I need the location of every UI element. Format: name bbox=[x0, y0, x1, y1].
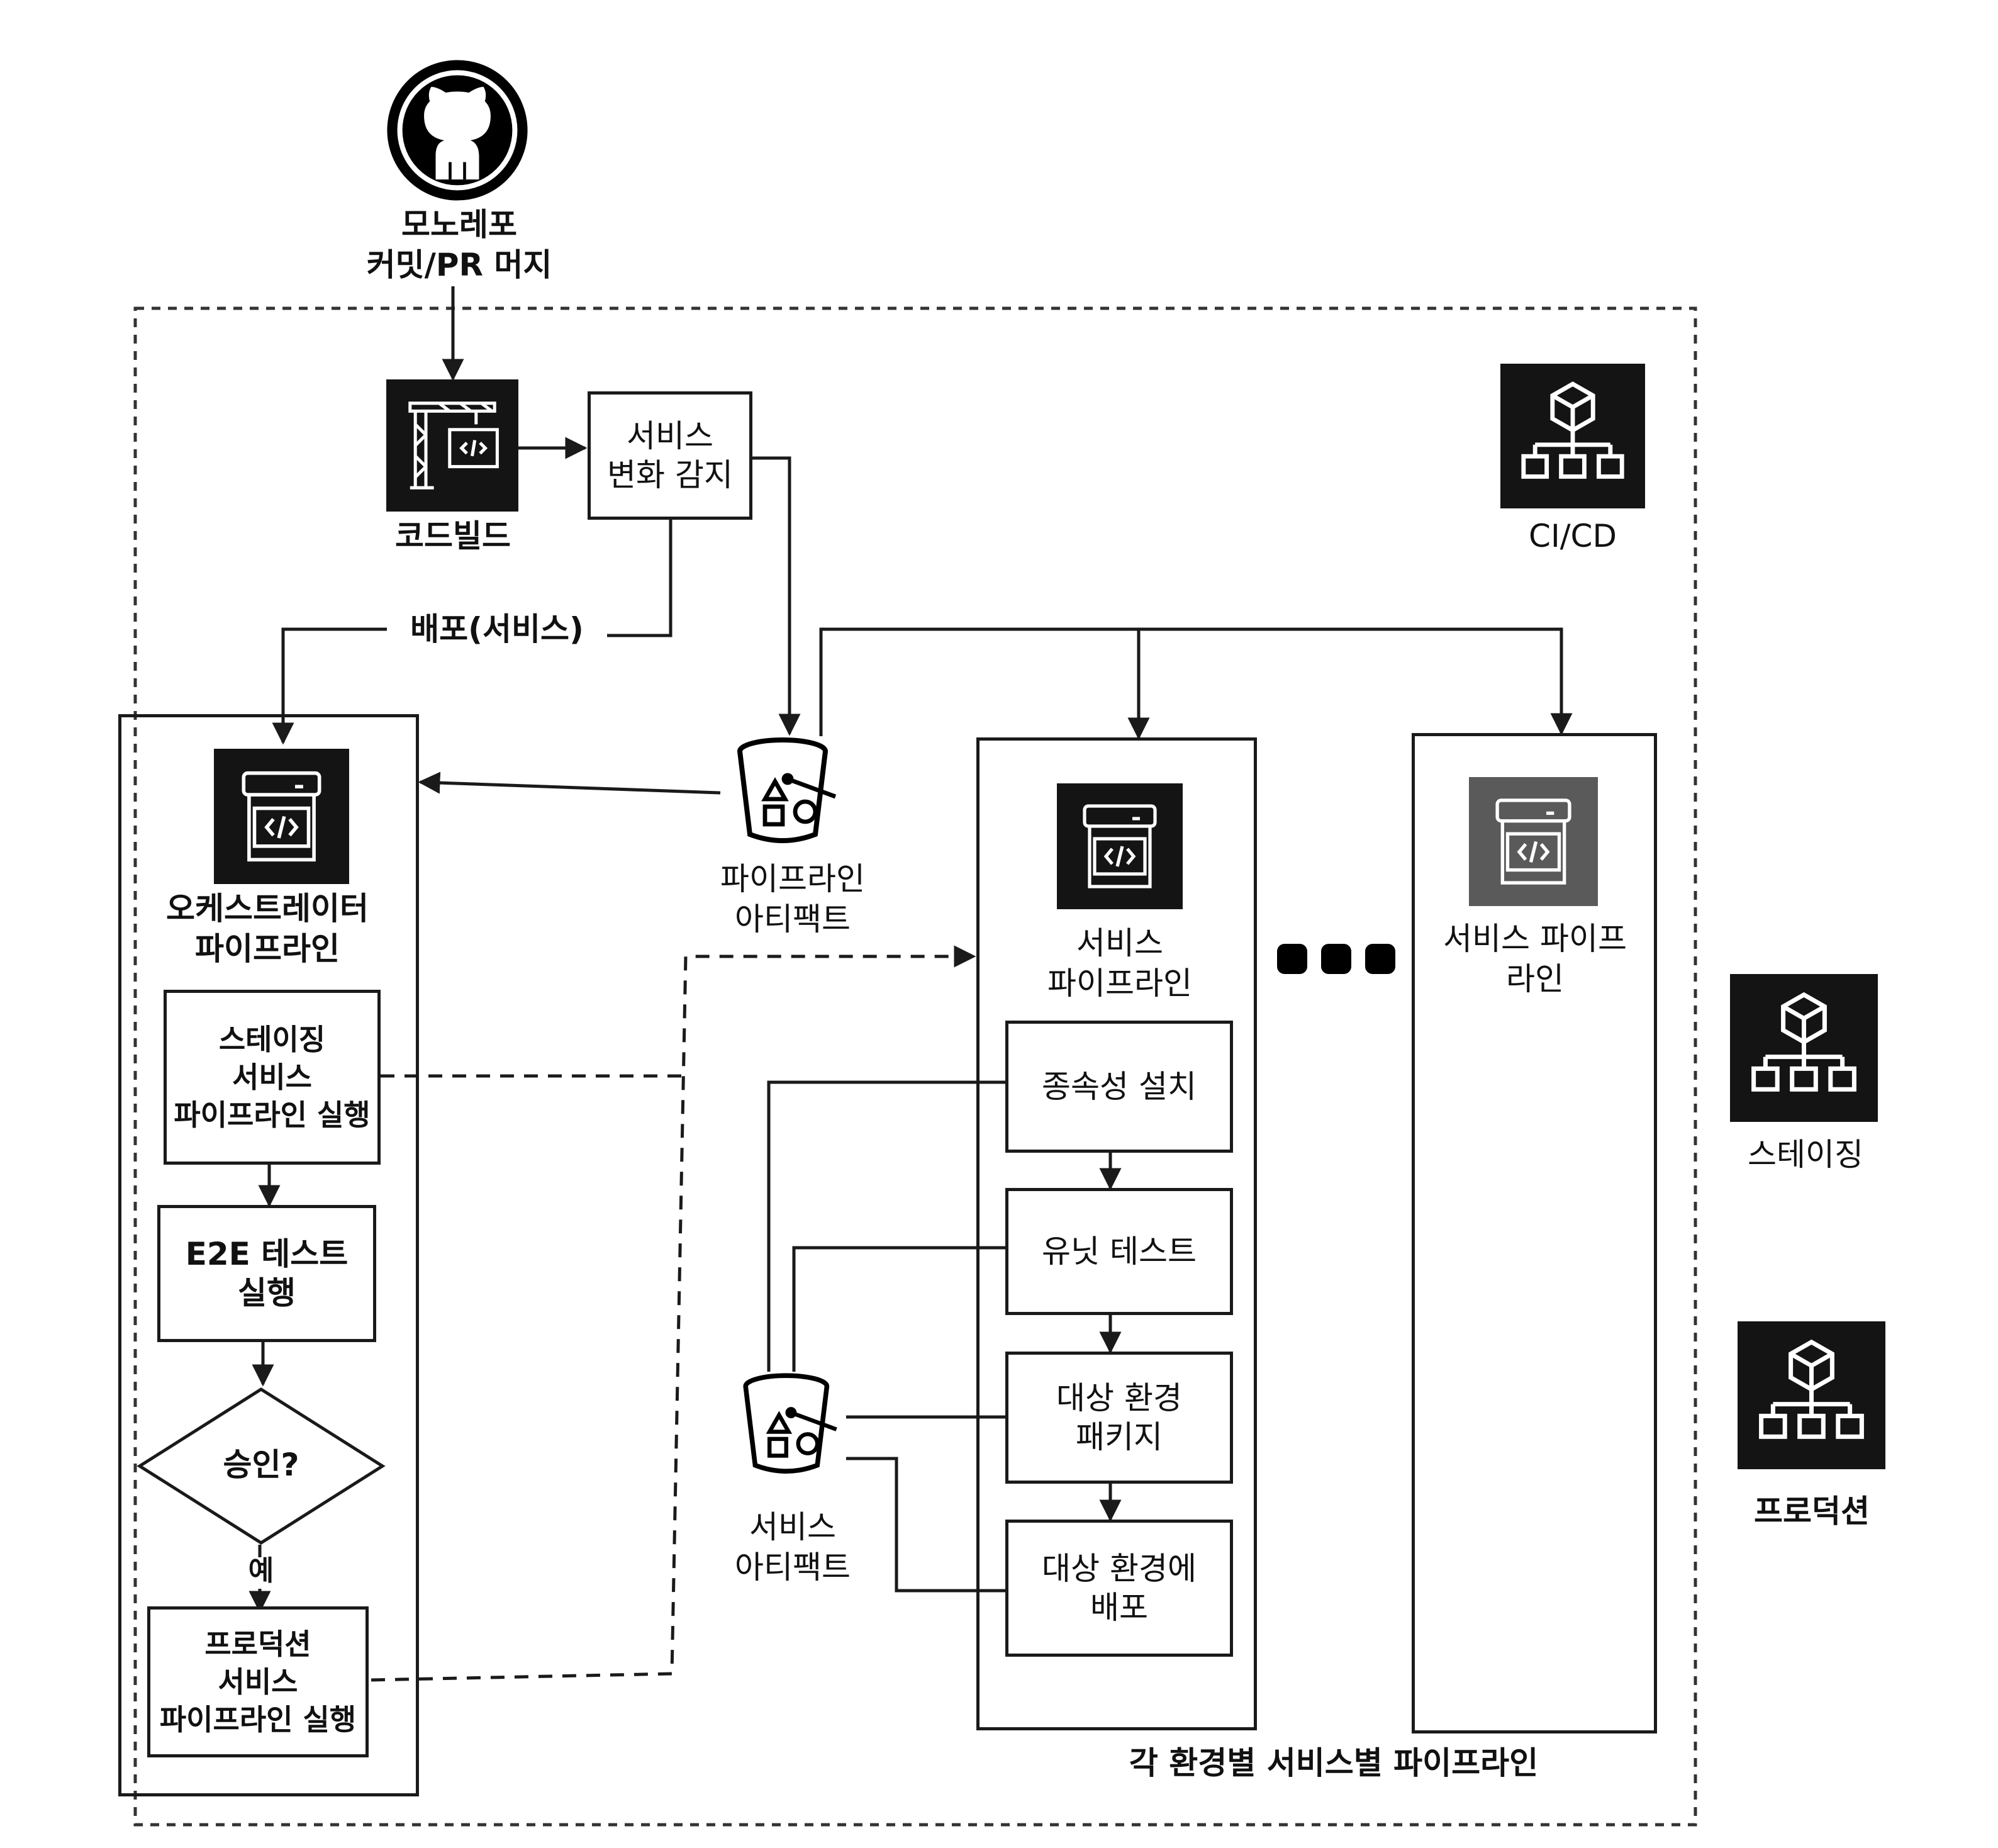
service-artifact-label: 서비스 아티팩트 bbox=[735, 1509, 851, 1586]
pipeline-artifact-bucket-icon bbox=[737, 737, 837, 843]
service-pipeline-2-icon bbox=[1469, 777, 1598, 906]
approval-label: 승인? bbox=[223, 1447, 299, 1483]
production-account-label: 프로덕션 bbox=[1754, 1493, 1870, 1530]
deploy-service-label: 배포(서비스) bbox=[410, 611, 584, 647]
github-icon bbox=[387, 60, 528, 201]
production-run-step: 프로덕션 서비스 파이프라인 실행 bbox=[147, 1606, 369, 1757]
edge-unit-to-service-artifact bbox=[792, 1246, 1005, 1372]
edge-detect-to-orchestrator bbox=[607, 517, 673, 637]
cicd-account-icon bbox=[1500, 364, 1645, 508]
edge-production-invokes-pipeline bbox=[371, 945, 976, 1682]
staging-run-step: 스테이징 서비스 파이프라인 실행 bbox=[164, 990, 381, 1165]
orchestrator-pipeline-column bbox=[118, 714, 419, 1796]
edge-detect-to-artifact bbox=[752, 456, 801, 736]
service-pipeline-icon bbox=[1057, 783, 1183, 909]
edge-service-artifact-to-deploy bbox=[846, 1457, 1005, 1593]
pipeline-artifact-label: 파이프라인 아티팩트 bbox=[720, 861, 865, 938]
edge-deps-to-service-artifact bbox=[767, 1080, 1005, 1372]
service-pipeline-column-2 bbox=[1412, 733, 1657, 1733]
edge-artifact-to-pipelines bbox=[819, 627, 1573, 736]
deploy-step: 대상 환경에 배포 bbox=[1005, 1520, 1233, 1657]
ellipsis-dot-1 bbox=[1277, 944, 1307, 974]
connectors bbox=[248, 286, 1573, 1613]
unit-test-step: 유닛 테스트 bbox=[1005, 1188, 1233, 1315]
group-caption: 각 환경별 서비스별 파이프라인 bbox=[1129, 1745, 1539, 1781]
e2e-test-step: E2E 테스트 실행 bbox=[157, 1205, 376, 1342]
service-change-detection-box: 서비스 변화 감지 bbox=[588, 391, 752, 520]
invocation-lines bbox=[371, 945, 976, 1682]
edge-artifact-to-orchestrator bbox=[418, 771, 721, 795]
staging-account-icon bbox=[1730, 974, 1878, 1122]
edge-deploy-to-orchestrator bbox=[272, 627, 387, 745]
orchestrator-label: 오케스트레이터 파이프라인 bbox=[166, 890, 369, 967]
cicd-account-label: CI/CD bbox=[1529, 518, 1617, 554]
staging-account-label: 스테이징 bbox=[1748, 1136, 1863, 1173]
approval-yes-label: 예 bbox=[248, 1555, 274, 1587]
ellipsis-dot-3 bbox=[1365, 944, 1395, 974]
service-artifact-bucket-icon bbox=[743, 1373, 837, 1474]
codebuild-icon bbox=[386, 379, 518, 512]
package-step: 대상 환경 패키지 bbox=[1005, 1352, 1233, 1484]
install-dependencies-step: 종속성 설치 bbox=[1005, 1021, 1233, 1153]
ellipsis-dot-2 bbox=[1321, 944, 1351, 974]
service-pipeline-label: 서비스 파이프라인 bbox=[1047, 925, 1192, 1002]
codebuild-label: 코드빌드 bbox=[395, 518, 511, 554]
orchestrator-pipeline-icon bbox=[214, 749, 349, 884]
approval-diamond bbox=[137, 1387, 386, 1545]
service-pipeline-2-label: 서비스 파이프 라인 bbox=[1443, 921, 1627, 997]
repo-label: 모노레포 커밋/PR 머지 bbox=[366, 206, 552, 283]
production-account-icon bbox=[1738, 1321, 1885, 1469]
service-pipeline-column bbox=[976, 737, 1257, 1730]
